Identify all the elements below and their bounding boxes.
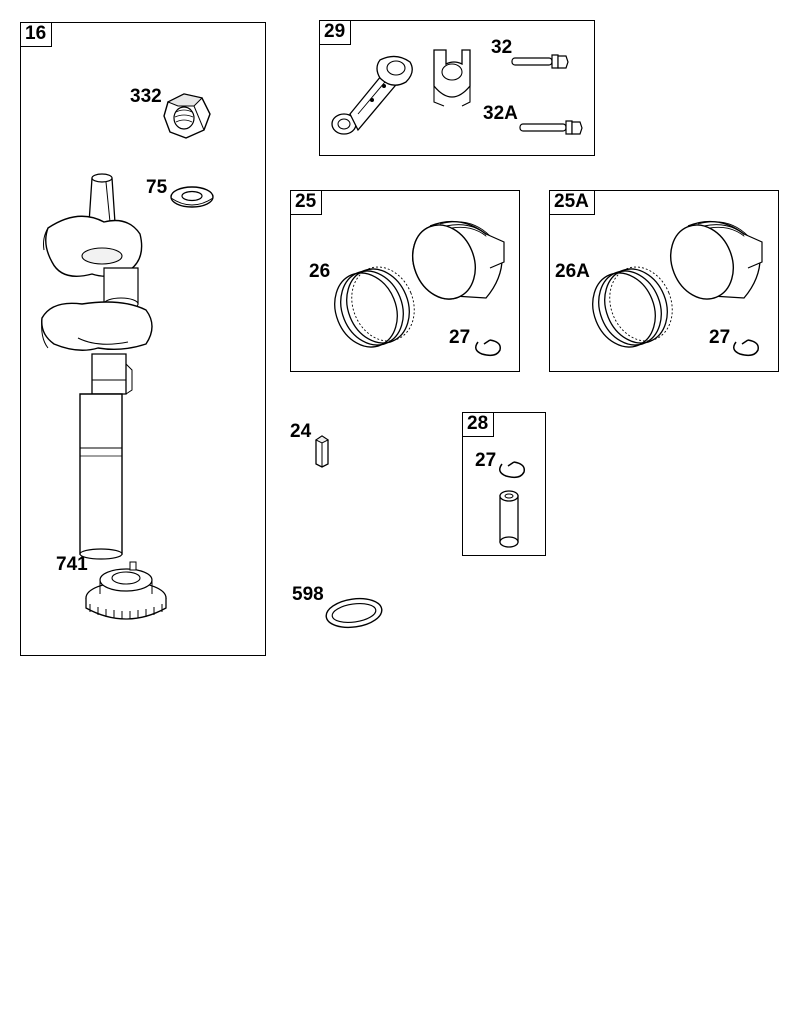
group-label-16: 16 [21, 23, 53, 47]
rod-bolt-32a-drawing [518, 118, 584, 138]
piston-rings-drawing-a [586, 262, 672, 354]
group-label-28: 28 [463, 413, 495, 437]
part-label-332: 332 [130, 86, 162, 107]
part-label-32: 32 [491, 37, 513, 58]
retaining-clip-drawing-a [730, 336, 760, 358]
timing-gear-drawing [80, 558, 172, 622]
part-label-27-group25: 27 [449, 327, 471, 348]
part-label-598: 598 [292, 584, 324, 605]
washer-drawing [168, 184, 216, 212]
seal-ring-drawing [322, 596, 386, 632]
part-label-27-group25a: 27 [709, 327, 731, 348]
crankshaft-key-drawing [312, 434, 332, 468]
group-box-25a: 25A [549, 190, 779, 372]
crankshaft-drawing [34, 168, 164, 560]
piston-drawing-a [664, 216, 768, 306]
retaining-clip-drawing [472, 336, 502, 358]
part-label-741: 741 [56, 554, 88, 575]
part-label-24: 24 [290, 421, 312, 442]
rod-cap-drawing [428, 46, 472, 110]
connecting-rod-drawing [328, 50, 418, 140]
piston-drawing [406, 216, 510, 306]
piston-rings-drawing [328, 262, 414, 354]
part-label-26a: 26A [555, 261, 590, 282]
group-label-25: 25 [291, 191, 323, 215]
group-label-29: 29 [320, 21, 352, 45]
rod-bolt-32-drawing [510, 52, 570, 72]
part-label-75: 75 [146, 177, 168, 198]
part-label-26: 26 [309, 261, 331, 282]
part-label-27-group28: 27 [475, 450, 497, 471]
hex-nut-drawing [160, 88, 216, 146]
pin-clip-drawing [496, 458, 526, 480]
part-label-32a: 32A [483, 103, 518, 124]
piston-pin-drawing [496, 488, 522, 550]
group-label-25a: 25A [550, 191, 595, 215]
